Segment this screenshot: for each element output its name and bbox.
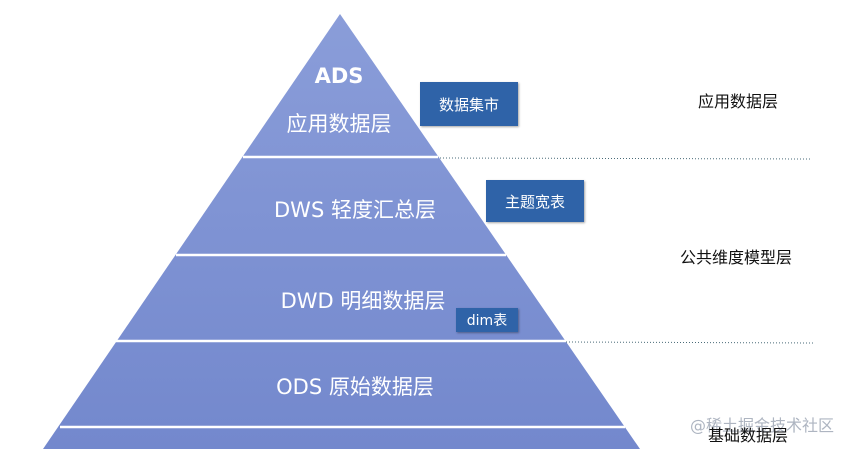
watermark: @稀土掘金技术社区: [690, 416, 835, 435]
dim-table-tag: dim表: [456, 308, 518, 332]
guide-line-bottom: [565, 341, 816, 344]
guide-line-top: [439, 157, 811, 160]
data-mart-tag: 数据集市: [420, 82, 518, 126]
base-layer-label: 基础数据层: [708, 426, 789, 445]
application-layer-label: 应用数据层: [698, 92, 779, 111]
ods-label: ODS 原始数据层: [276, 375, 434, 399]
wide-table-tag: 主题宽表: [486, 180, 584, 222]
dwd-label: DWD 明细数据层: [280, 289, 446, 313]
common-model-layer-label: 公共维度模型层: [680, 248, 793, 267]
dws-label: DWS 轻度汇总层: [274, 198, 436, 222]
ads-abbr: ADS: [314, 64, 364, 88]
ads-name: 应用数据层: [286, 112, 392, 136]
